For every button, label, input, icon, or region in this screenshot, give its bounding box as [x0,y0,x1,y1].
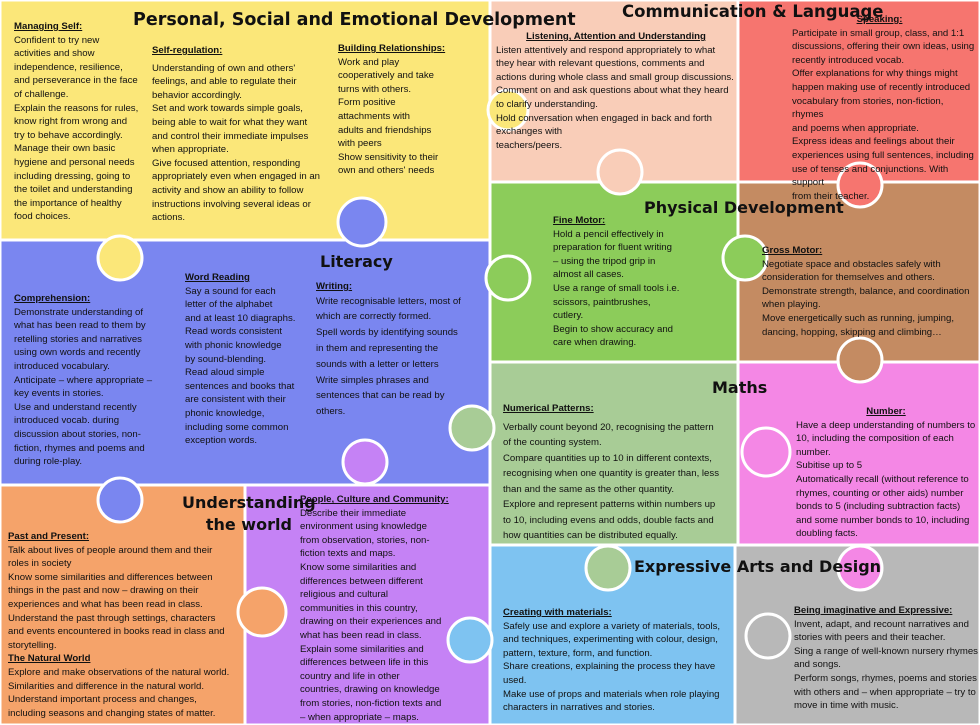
building-relationships-block: Building Relationships: Work and play co… [338,42,458,178]
fine-motor-text: Hold a pencil effectively in preparation… [553,228,680,349]
past-present-block: Past and Present: Talk about lives of pe… [8,530,233,720]
physical-knob [484,254,532,302]
natural-world-text: Explore and make observations of the nat… [8,666,230,719]
self-regulation-text: Understanding of own and others' feeling… [152,62,321,224]
pse-piece [0,0,492,242]
gross-motor-text: Negotiate space and obstacles safely wit… [762,258,970,338]
comprehension-heading: Comprehension: [14,293,91,304]
physical-knob [721,234,769,282]
self-regulation-heading: Self-regulation: [152,45,223,56]
writing-text: Write recognisable letters, most of whic… [316,295,461,418]
writing-heading: Writing: [316,281,353,292]
building-relationships-heading: Building Relationships: [338,43,446,54]
people-culture-text: Describe their immediate environment usi… [300,507,442,723]
comm-lang-knob [596,148,644,196]
people-culture-heading: People, Culture and Community: [300,494,449,505]
physical-title: Physical Development [644,198,844,217]
maths-knob [584,544,632,592]
natural-world-heading: The Natural World [8,653,91,665]
managing-self-heading: Managing Self: [14,21,83,32]
past-present-heading: Past and Present: [8,531,90,542]
past-present-text: Talk about lives of people around them a… [8,544,225,651]
word-reading-text: Say a sound for each letter of the alpha… [185,285,296,447]
imaginative-text: Invent, adapt, and recount narratives an… [794,618,978,712]
literacy-title: Literacy [320,252,393,271]
number-heading: Number: [866,406,906,417]
people-culture-block: People, Culture and Community: Describe … [300,493,480,724]
word-reading-block: Word Reading Say a sound for each letter… [185,271,305,448]
speaking-heading: Speaking: [856,14,903,25]
literacy-piece [0,238,492,487]
fine-motor-block: Fine Motor: Hold a pencil effectively in… [553,214,693,350]
creating-materials-text: Safely use and explore a variety of mate… [503,620,721,714]
number-text: Have a deep understanding of numbers to … [796,419,976,540]
number-knob [836,544,884,592]
speaking-text: Participate in small group, class, and 1… [792,27,975,202]
creating-materials-heading: Creating with materials: [503,607,612,618]
comm-lang-title: Communication & Language [622,2,884,21]
building-relationships-text: Work and play cooperatively and take tur… [338,56,439,177]
arts-knob [446,616,494,664]
numerical-patterns-block: Numerical Patterns: Verbally count beyon… [503,402,728,544]
pse-knob [96,234,144,282]
understanding-title: Understanding the world [182,493,316,534]
comprehension-text: Demonstrate understanding of what has be… [14,306,153,468]
gross-motor-knob [836,336,884,384]
self-regulation-block: Self-regulation: Understanding of own an… [152,44,327,225]
numerical-patterns-text: Verbally count beyond 20, recognising th… [503,421,719,542]
arts-title: Expressive Arts and Design [634,557,882,576]
imaginative-knob [744,612,792,660]
fine-motor-heading: Fine Motor: [553,215,606,226]
managing-self-block: Managing Self: Confident to try new acti… [14,20,144,224]
understanding-piece [0,483,247,725]
listening-text: Listen attentively and respond appropria… [496,44,734,151]
number-block: Number: Have a deep understanding of num… [796,405,976,541]
creating-materials-block: Creating with materials: Safely use and … [503,606,728,715]
understanding-knob [236,586,288,638]
imaginative-heading: Being imaginative and Expressive: [794,605,953,616]
physical-piece [488,180,740,364]
literacy-knob [96,476,144,524]
maths-title: Maths [712,378,768,397]
maths-piece [488,360,740,547]
people-knob [341,438,389,486]
word-reading-heading: Word Reading [185,272,250,283]
number-knob [740,426,792,478]
gross-motor-block: Gross Motor: Negotiate space and obstacl… [762,244,977,339]
speaking-block: Speaking: Participate in small group, cl… [792,13,977,203]
writing-block: Writing: Write recognisable letters, mos… [316,280,476,420]
listening-heading: Listening, Attention and Understanding [526,31,706,42]
managing-self-text: Confident to try new activities and show… [14,34,139,223]
gross-motor-heading: Gross Motor: [762,245,823,256]
comprehension-block: Comprehension: Demonstrate understanding… [14,292,164,469]
numerical-patterns-heading: Numerical Patterns: [503,403,594,414]
speaking-knob [836,161,884,209]
listening-block: Listening, Attention and Understanding L… [496,30,736,152]
maths-knob [448,404,496,452]
literacy-knob [336,196,388,248]
imaginative-block: Being imaginative and Expressive: Invent… [794,604,979,713]
pse-knob [486,88,530,132]
pse-title: Personal, Social and Emotional Developme… [133,10,576,30]
